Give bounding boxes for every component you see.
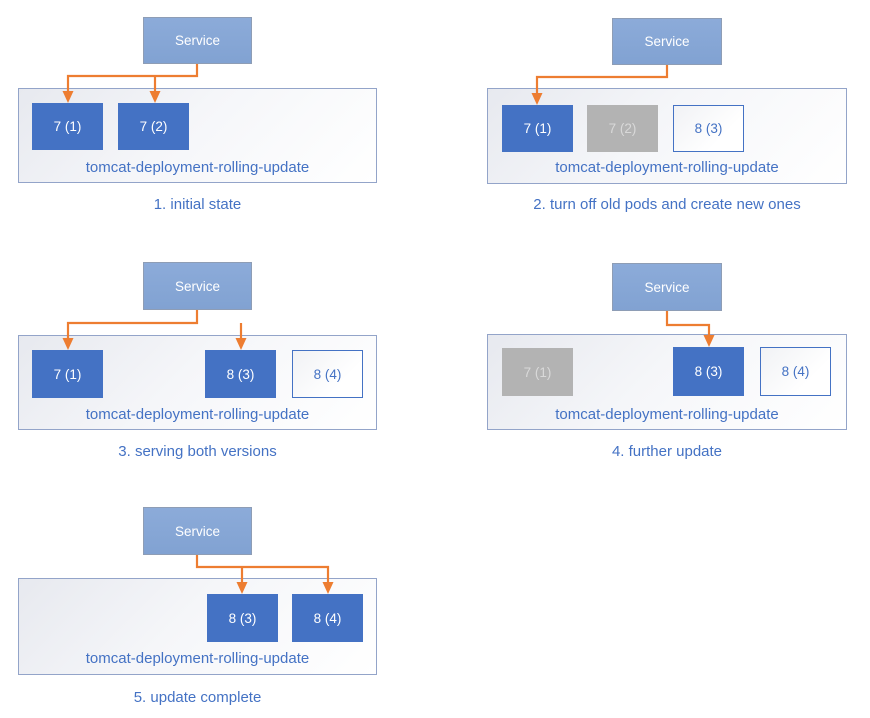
- pod-label: 7 (2): [139, 119, 168, 134]
- pod-7-1: 7 (1): [502, 348, 573, 396]
- pod-8-4: 8 (4): [292, 594, 363, 642]
- pod-label: 7 (1): [523, 364, 552, 380]
- pod-8-4: 8 (4): [760, 347, 831, 396]
- pod-8-3: 8 (3): [207, 594, 278, 642]
- service-label: Service: [644, 279, 690, 295]
- pod-label: 8 (4): [313, 366, 342, 382]
- pod-7-1: 7 (1): [32, 350, 103, 398]
- pod-label: 7 (1): [53, 119, 82, 134]
- pod-label: 7 (2): [608, 121, 637, 136]
- deployment-label-step4: tomcat-deployment-rolling-update: [555, 406, 779, 423]
- service-label: Service: [174, 523, 220, 539]
- pod-8-4: 8 (4): [292, 350, 363, 398]
- service-box-step2: Service: [612, 18, 722, 65]
- service-box-step1: Service: [143, 17, 252, 64]
- pod-8-3: 8 (3): [673, 347, 744, 396]
- service-label: Service: [174, 278, 220, 294]
- deployment-label-step1: tomcat-deployment-rolling-update: [85, 159, 310, 176]
- caption-step3: 3. serving both versions: [118, 443, 277, 460]
- pod-label: 8 (4): [313, 610, 342, 626]
- service-label: Service: [174, 33, 220, 48]
- pod-label: 7 (1): [53, 366, 82, 382]
- deployment-label-step5: tomcat-deployment-rolling-update: [85, 650, 310, 667]
- pod-7-1: 7 (1): [502, 105, 573, 152]
- pod-8-3: 8 (3): [205, 350, 276, 398]
- pod-7-2: 7 (2): [587, 105, 658, 152]
- pod-label: 8 (4): [781, 364, 810, 379]
- caption-step1: 1. initial state: [153, 196, 242, 213]
- pod-7-1: 7 (1): [32, 103, 103, 150]
- pod-label: 8 (3): [226, 366, 255, 382]
- deployment-label-step3: tomcat-deployment-rolling-update: [85, 406, 310, 423]
- caption-step4: 4. further update: [611, 443, 723, 460]
- service-box-step4: Service: [612, 263, 722, 311]
- pod-7-2: 7 (2): [118, 103, 189, 150]
- pod-8-3: 8 (3): [673, 105, 744, 152]
- pod-label: 8 (3): [694, 121, 723, 136]
- service-box-step3: Service: [143, 262, 252, 310]
- pod-label: 7 (1): [523, 121, 552, 136]
- caption-step2: 2. turn off old pods and create new ones: [533, 196, 801, 213]
- caption-step5: 5. update complete: [133, 689, 262, 706]
- deployment-label-step2: tomcat-deployment-rolling-update: [555, 159, 779, 176]
- service-box-step5: Service: [143, 507, 252, 555]
- pod-label: 8 (3): [228, 610, 257, 626]
- pod-label: 8 (3): [694, 364, 723, 379]
- service-label: Service: [644, 34, 690, 49]
